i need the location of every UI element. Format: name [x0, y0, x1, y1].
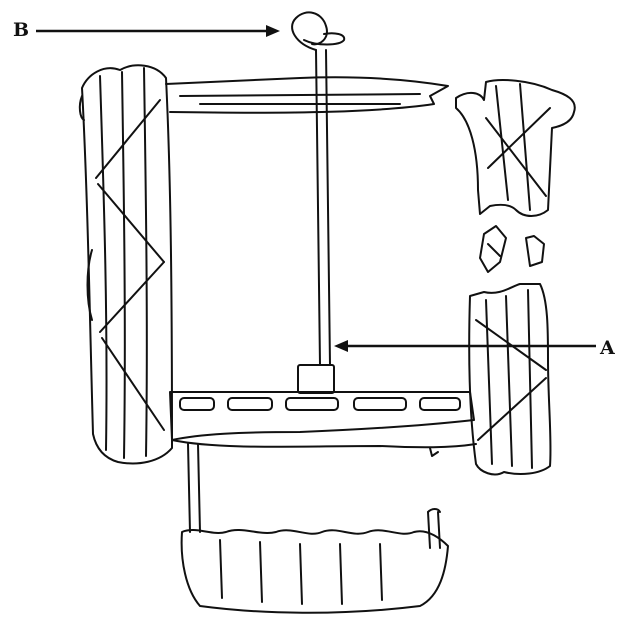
cradle [180, 529, 449, 614]
arrow-b [36, 25, 280, 37]
right-post-upper [455, 79, 576, 217]
hanging-rod-right [427, 508, 441, 549]
slotted-bar [169, 391, 477, 457]
top-ring [291, 11, 346, 51]
right-post-fragments [479, 225, 545, 273]
hanging-rod-left [187, 443, 201, 533]
rod-block [297, 364, 335, 394]
arrow-a [334, 340, 596, 352]
left-post [78, 64, 173, 465]
right-post-lower [468, 283, 552, 476]
vertical-rod [315, 49, 331, 366]
label-a: A [600, 337, 615, 359]
label-b: B [13, 19, 30, 41]
top-beam [165, 76, 449, 114]
